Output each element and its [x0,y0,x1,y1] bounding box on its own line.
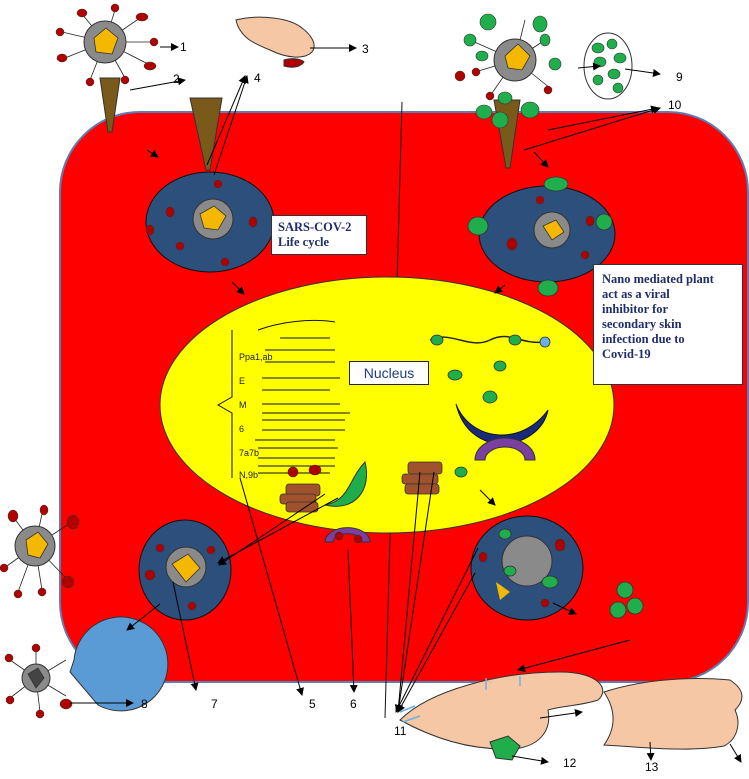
callout-1: 1 [180,40,187,54]
nucleus-label: Nucleus [349,361,429,385]
virus-left-edge [0,504,80,599]
nucleus-rna-strand [429,335,546,344]
callout-7: 7 [211,697,218,711]
spike-dots [287,464,363,544]
callout-11: 11 [394,724,407,738]
box-line: Covid-19 [602,347,651,361]
callout-9: 9 [676,70,683,84]
hand-top [235,16,315,68]
sars-cov-2-lifecycle-box: SARS-COV-2 Life cycle [271,215,367,255]
gene-label: N,9b [239,470,259,480]
gene-label: 6 [239,424,245,434]
virus-top-left [55,3,159,87]
callout-6: 6 [350,697,357,711]
callout-3: 3 [362,42,369,56]
vesicle-top-left [145,171,275,273]
nucleus-nanoparticles [418,334,522,482]
hand-bottom-right [603,678,743,750]
nucleus-blue-dot [539,336,551,348]
callout-13: 13 [645,760,659,774]
gene-label: Ppa1,ab [239,352,273,362]
green-leaf [489,735,521,761]
nucleus [159,276,615,534]
vesicle-top-right [467,176,616,297]
box-line: infection due to [602,332,685,346]
gene-label: 7a7b [239,448,260,458]
callout-10: 10 [668,98,682,112]
gene-lines [216,319,350,478]
gene-label: M [239,400,247,410]
arrows [70,43,742,765]
ribosome-right [401,461,443,495]
ribosome-left [279,483,321,513]
callout-8: 8 [141,697,148,711]
callout-5: 5 [309,697,316,711]
exiting-nanoparticles [609,581,644,619]
syringe-middle [189,97,223,171]
callout-12: 12 [563,756,577,770]
callout-4: 4 [254,71,261,85]
vesicle-bottom-left [138,519,232,621]
box-line: Life cycle [278,235,330,249]
vesicle-bottom-right [470,515,584,621]
virus-top-right [454,13,562,129]
pacman-antibody [69,616,169,712]
nanoparticle-cluster [583,32,633,100]
callout-2: 2 [173,72,180,86]
virus-bottom-left [4,643,73,719]
gene-label: E [239,376,246,386]
box-line: inhibitor for [602,302,669,316]
box-line: Nano mediated plant [602,272,714,286]
golgi-arc [474,437,536,461]
er-crescent [455,403,549,445]
box-line: secondary skin [602,317,682,331]
hand-bottom [399,671,604,750]
syringe-left [99,77,121,133]
box-line: act as a viral [602,287,670,301]
hand-bottom-finger-lines [485,676,521,690]
box-line: SARS-COV-2 [278,220,352,234]
nano-inhibitor-box: Nano mediated plant act as a viral inhib… [593,264,743,385]
